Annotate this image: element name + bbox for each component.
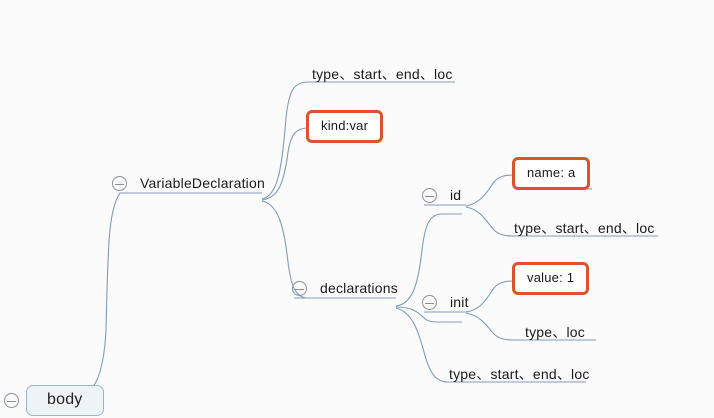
node-id-name-box[interactable]: name: a — [512, 157, 591, 190]
node-body-box[interactable]: body — [26, 385, 104, 416]
node-kind-box[interactable]: kind:var — [306, 110, 384, 143]
node-id-props-label: type、start、end、loc — [514, 220, 655, 236]
node-init[interactable]: init — [422, 292, 475, 313]
node-declarations-props-label: type、start、end、loc — [449, 366, 590, 382]
connector-body-to-variabledeclaration — [87, 192, 262, 393]
connector-declarations-to-init — [395, 306, 462, 323]
node-init-label: init — [450, 294, 469, 310]
node-id-label: id — [450, 187, 462, 203]
node-body[interactable]: body — [4, 385, 104, 416]
connector-init-to-value — [465, 280, 522, 313]
connector-declarations-to-id — [395, 213, 462, 307]
node-variabledeclaration-label: VariableDeclaration — [140, 175, 265, 191]
collapse-minus-icon[interactable] — [422, 295, 437, 310]
node-variabledeclaration[interactable]: VariableDeclaration — [112, 173, 271, 194]
node-variabledeclaration-props-label: type、start、end、loc — [312, 66, 453, 82]
node-init-value-box[interactable]: value: 1 — [512, 262, 590, 295]
node-init-props[interactable]: type、loc — [519, 320, 591, 345]
collapse-minus-icon[interactable] — [292, 281, 307, 296]
connector-vd-to-props — [261, 81, 455, 200]
collapse-minus-icon[interactable] — [422, 188, 437, 203]
connector-group-init — [465, 280, 522, 341]
node-declarations[interactable]: declarations — [292, 278, 404, 299]
node-body-label: body — [47, 391, 83, 408]
node-init-value-label: value: 1 — [527, 270, 575, 285]
connector-vd-to-kind — [261, 127, 316, 201]
connector-group — [87, 81, 455, 393]
node-variabledeclaration-props[interactable]: type、start、end、loc — [306, 62, 459, 87]
connector-id-to-name — [465, 174, 522, 207]
node-init-value[interactable]: value: 1 — [512, 262, 590, 295]
node-declarations-props[interactable]: type、start、end、loc — [443, 362, 596, 387]
connector-group-declarations — [395, 213, 462, 383]
collapse-minus-icon[interactable] — [4, 393, 19, 408]
node-id[interactable]: id — [422, 185, 467, 206]
connector-init-to-props — [465, 312, 520, 341]
node-id-props[interactable]: type、start、end、loc — [508, 216, 661, 241]
collapse-minus-icon[interactable] — [112, 176, 127, 191]
node-id-name[interactable]: name: a — [512, 157, 591, 190]
connector-declarations-to-props — [395, 307, 455, 383]
node-declarations-label: declarations — [320, 280, 398, 296]
node-id-name-label: name: a — [527, 165, 576, 180]
node-kind-label: kind:var — [321, 118, 369, 133]
node-init-props-label: type、loc — [525, 324, 585, 340]
node-kind[interactable]: kind:var — [306, 110, 384, 143]
